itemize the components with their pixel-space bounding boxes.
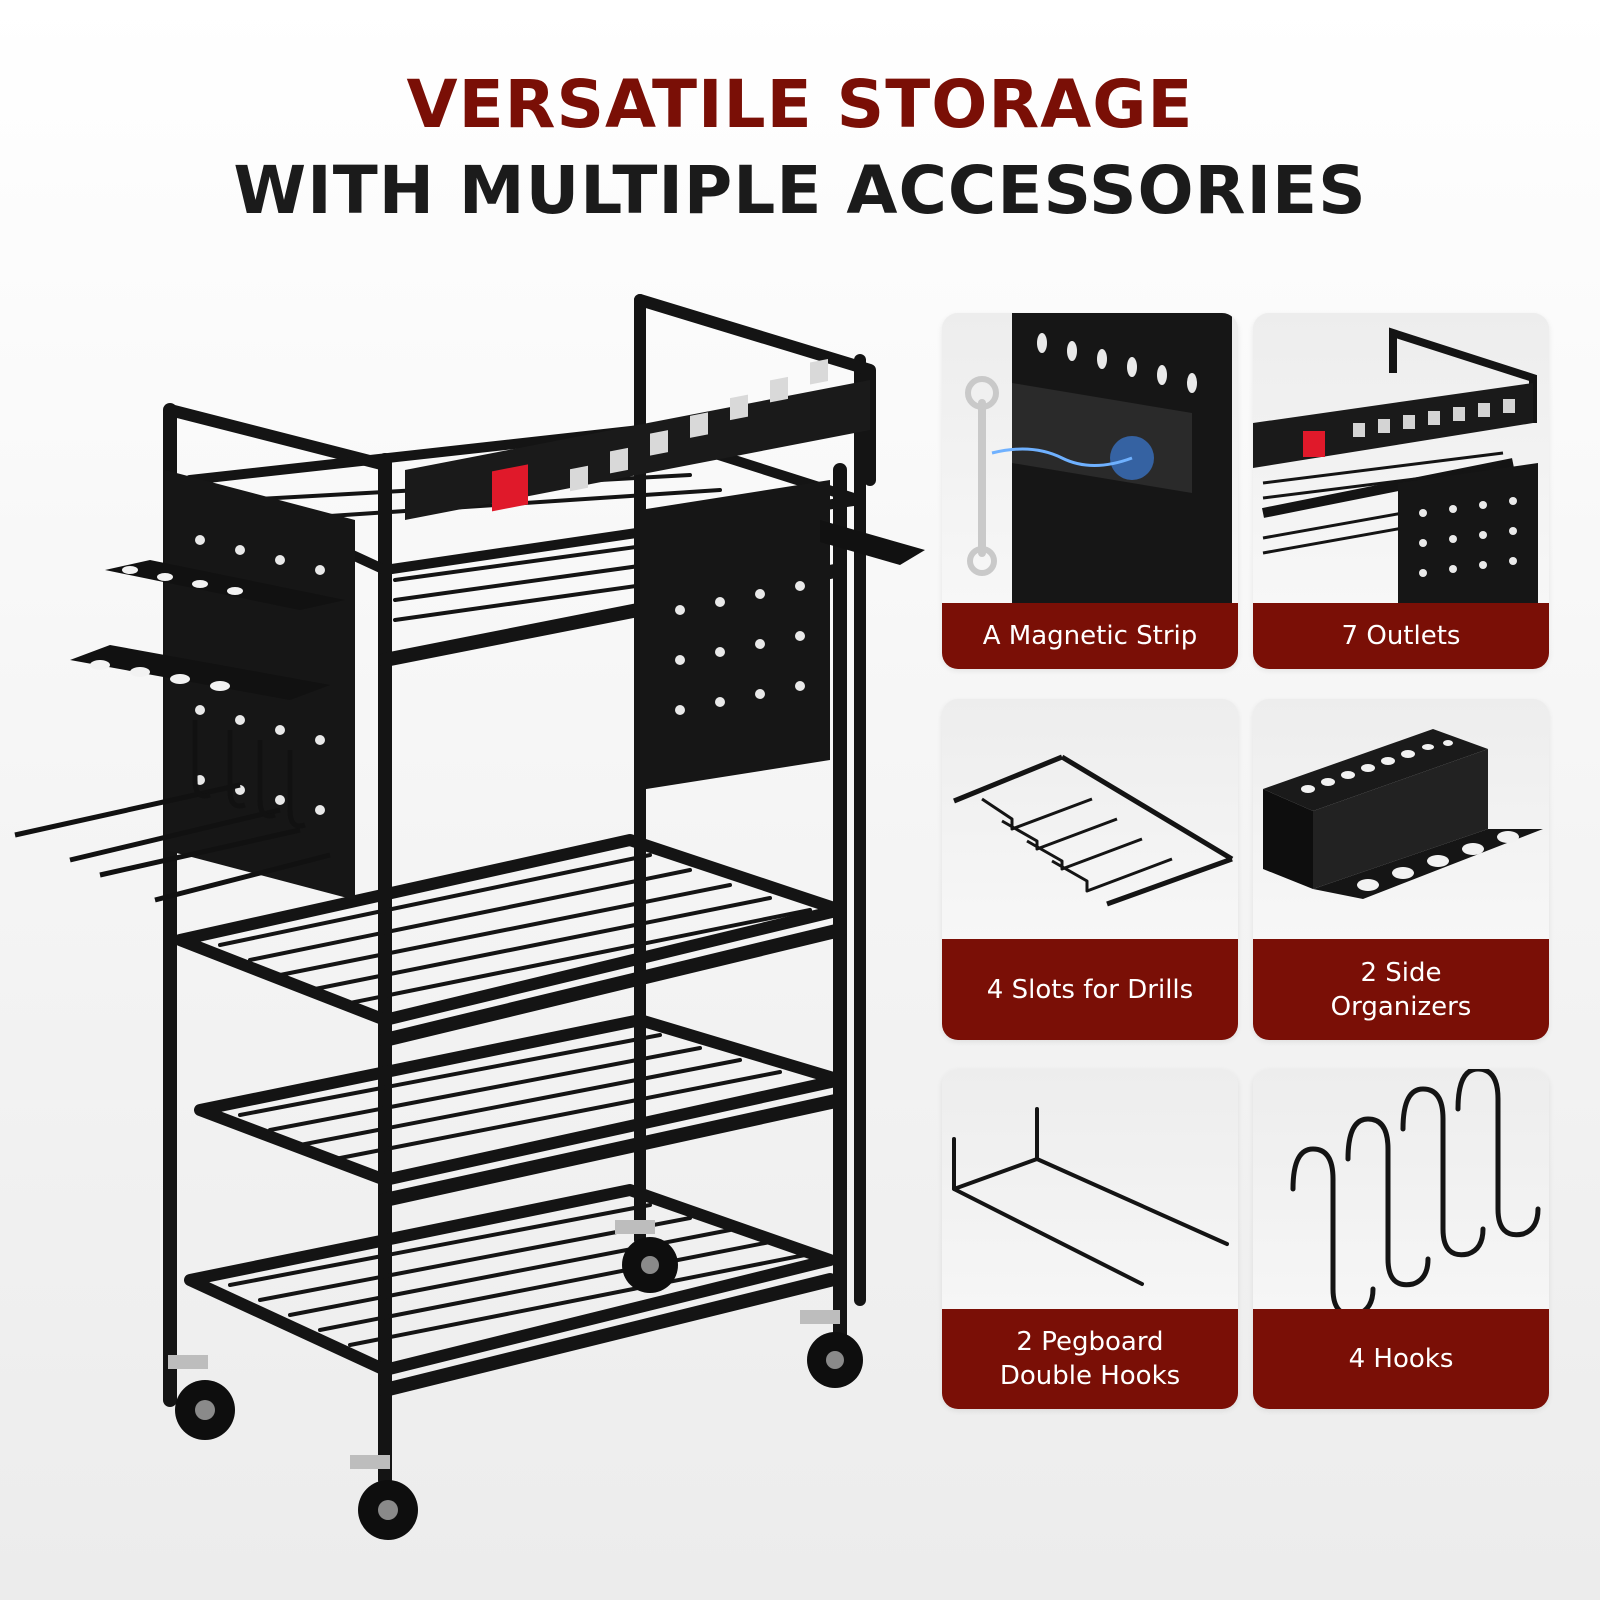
feature-label: 2 Side Organizers bbox=[1253, 939, 1549, 1040]
headline-line-1: VERSATILE STORAGE bbox=[406, 66, 1194, 143]
tool-cart-icon bbox=[14, 294, 925, 1540]
tool-cart-illustration bbox=[0, 280, 960, 1580]
feature-card-magnetic-strip: A Magnetic Strip bbox=[942, 313, 1238, 669]
feature-card-hooks: 4 Hooks bbox=[1253, 1069, 1549, 1409]
feature-card-double-hooks: 2 Pegboard Double Hooks bbox=[942, 1069, 1238, 1409]
headline: VERSATILE STORAGE WITH MULTIPLE ACCESSOR… bbox=[0, 62, 1600, 234]
magnetic-strip-icon bbox=[965, 313, 1232, 603]
double-hook-icon bbox=[952, 1107, 1229, 1286]
side-organizer-icon bbox=[1263, 729, 1543, 899]
feature-label: 7 Outlets bbox=[1253, 603, 1549, 669]
feature-card-side-organizers: 2 Side Organizers bbox=[1253, 699, 1549, 1040]
s-hook-icon bbox=[1290, 1069, 1541, 1318]
feature-card-drill-slots: 4 Slots for Drills bbox=[942, 699, 1238, 1040]
drill-slots-icon bbox=[953, 754, 1234, 907]
side-organizers-photo bbox=[1253, 699, 1549, 939]
feature-label: 2 Pegboard Double Hooks bbox=[942, 1309, 1238, 1409]
magnetic-strip-photo bbox=[942, 313, 1238, 603]
feature-card-outlets: 7 Outlets bbox=[1253, 313, 1549, 669]
power-strip-icon bbox=[1253, 327, 1538, 603]
feature-label: 4 Slots for Drills bbox=[942, 939, 1238, 1040]
headline-line-2: WITH MULTIPLE ACCESSORIES bbox=[233, 152, 1367, 229]
double-hooks-photo bbox=[942, 1069, 1238, 1339]
feature-label: A Magnetic Strip bbox=[942, 603, 1238, 669]
outlets-photo bbox=[1253, 313, 1549, 603]
hooks-photo bbox=[1253, 1069, 1549, 1339]
drill-slots-photo bbox=[942, 699, 1238, 939]
feature-label: 4 Hooks bbox=[1253, 1309, 1549, 1409]
